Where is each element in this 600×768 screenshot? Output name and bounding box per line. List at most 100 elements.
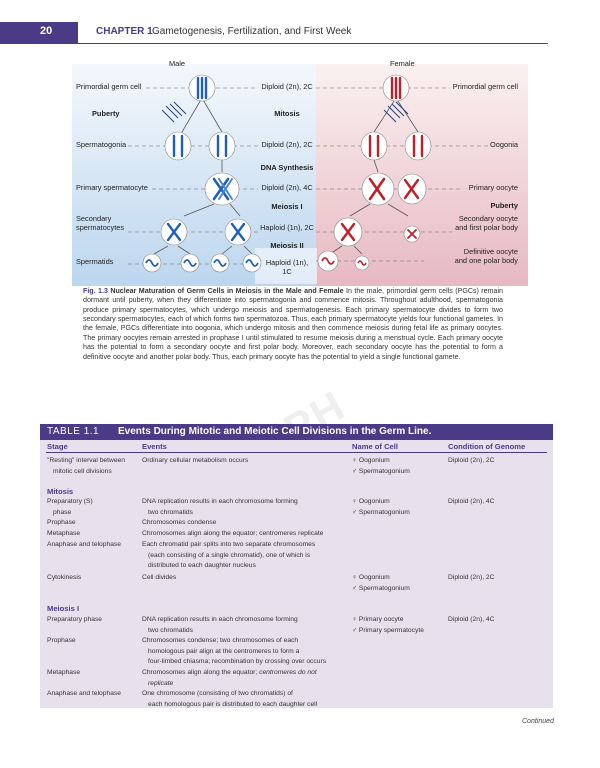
meiosis-prep-cell-m: ♂ Primary spermatocyte bbox=[352, 626, 424, 634]
label-puberty-male: Puberty bbox=[92, 109, 120, 118]
meiosis-metaphase-ev: Chromosomes align along the equator; cen… bbox=[142, 668, 317, 689]
meiosis-prep-events: DNA replication results in each chromoso… bbox=[142, 615, 298, 636]
label-secondary-oocyte: Secondary oocyte bbox=[458, 214, 518, 223]
mitosis-anaphase-ev-3: distributed to each daughter nucleus bbox=[148, 562, 256, 570]
label-primary-oocyte: Primary oocyte bbox=[468, 183, 518, 192]
mitosis-prep-genome: Diploid (2n), 4C bbox=[448, 498, 495, 505]
male-primordial-cell bbox=[188, 74, 216, 102]
center-diploid-4c: Diploid (2n), 4C bbox=[261, 183, 313, 192]
center-meiosis-2: Meiosis II bbox=[270, 241, 304, 250]
male-spermatogonia bbox=[164, 131, 236, 161]
resting-cells: ♀ Oogonium ♂ Spermatogonium bbox=[352, 456, 410, 477]
meiosis-anaphase-ev-2: each homologous pair is distributed to e… bbox=[148, 700, 318, 708]
label-primordial-female: Primordial germ cell bbox=[452, 82, 518, 91]
meiosis-prophase-ev-3: four-limbed chiasma; recombination by cr… bbox=[148, 658, 327, 666]
figure-meiosis: Male Female Primordial germ cell Puberty… bbox=[72, 56, 528, 286]
header-rule bbox=[46, 452, 547, 453]
mitosis-prophase-ev: Chromosomes condense bbox=[142, 519, 217, 526]
meiosis-prep-genome: Diploid (2n), 4C bbox=[448, 616, 495, 623]
page-number: 20 bbox=[40, 25, 53, 37]
resting-stage-2: mitotic cell divisions bbox=[53, 467, 112, 475]
female-arrows bbox=[383, 101, 409, 123]
male-spermatids bbox=[142, 253, 262, 273]
male-primary-spermatocyte bbox=[204, 172, 240, 206]
meiosis-metaphase-ev-italic-2: replicate bbox=[148, 679, 174, 687]
mitosis-metaphase: Metaphase bbox=[47, 530, 81, 537]
mitosis-prep-ev-2: two chromatids bbox=[148, 508, 193, 516]
chapter-label: CHAPTER 1 bbox=[96, 26, 153, 37]
table-header-bar: TABLE 1.1 Events During Mitotic and Meio… bbox=[40, 424, 553, 440]
male-secondary-spermatocytes bbox=[160, 218, 252, 246]
label-puberty-female: Puberty bbox=[490, 201, 518, 210]
mitosis-metaphase-ev: Chromosomes align along the equator; cen… bbox=[142, 530, 324, 537]
figure-artwork bbox=[72, 64, 528, 286]
meiosis-anaphase: Anaphase and telophase bbox=[47, 690, 121, 697]
meiosis-prophase-ev-2: homologous pair align at the centromeres… bbox=[148, 647, 300, 655]
meiosis-anaphase-ev: One chromosome (consisting of two chroma… bbox=[142, 689, 317, 710]
center-dna-synthesis: DNA Synthesis bbox=[260, 163, 314, 172]
mitosis-prep-cell-m: ♂ Spermatogonium bbox=[352, 508, 410, 516]
center-haploid-1c-a: Haploid (1n), bbox=[265, 258, 309, 267]
meiosis-metaphase-ev-1: Chromosomes align along the equator; bbox=[142, 669, 258, 676]
female-primary-oocytes bbox=[361, 172, 427, 206]
female-definitive-oocyte bbox=[317, 250, 370, 272]
meiosis-prep-stage: Preparatory phase bbox=[47, 616, 103, 623]
mitosis-prep-stage-1: Preparatory (S) bbox=[47, 498, 93, 505]
female-connectors bbox=[329, 97, 419, 255]
header-rule bbox=[78, 43, 548, 44]
table-1-1: TABLE 1.1 Events During Mitotic and Meio… bbox=[40, 424, 553, 708]
caption-title: Nuclear Maturation of Germ Cells in Meio… bbox=[110, 287, 344, 295]
center-haploid-2c: Haploid (1n), 2C bbox=[260, 223, 314, 232]
center-diploid-2c-2: Diploid (2n), 2C bbox=[261, 140, 313, 149]
meiosis-metaphase: Metaphase bbox=[47, 669, 81, 676]
mitosis-anaphase-ev: Each chromatid pair splits into two sepa… bbox=[142, 540, 315, 572]
mitosis-prep-events: DNA replication results in each chromoso… bbox=[142, 497, 298, 518]
meiosis-prep-cell-f: ♀ Primary oocyte bbox=[352, 616, 404, 623]
label-one-polar-body: and one polar body bbox=[454, 256, 518, 265]
mitosis-cytokinesis-ev: Cell divides bbox=[142, 574, 177, 581]
male-heading: Male bbox=[169, 59, 186, 68]
center-diploid-2c-1: Diploid (2n), 2C bbox=[261, 82, 313, 91]
mitosis-prophase: Prophase bbox=[47, 519, 76, 526]
male-arrows bbox=[161, 101, 187, 123]
col-header-stage: Stage bbox=[47, 442, 68, 451]
chapter-title: Gametogenesis, Fertilization, and First … bbox=[152, 26, 352, 37]
mitosis-cyto-cell-m: ♂ Spermatogonium bbox=[352, 584, 410, 592]
meiosis-prophase-ev: Chromosomes condense; two chromosomes of… bbox=[142, 636, 326, 668]
section-meiosis-1: Meiosis I bbox=[47, 604, 80, 613]
label-primordial-male: Primordial germ cell bbox=[76, 82, 142, 91]
mitosis-cyto-cells: ♀ Oogonium ♂ Spermatogonium bbox=[352, 573, 410, 594]
page-header: 20 CHAPTER 1 Gametogenesis, Fertilizatio… bbox=[0, 0, 600, 44]
table-title: Events During Mitotic and Meiotic Cell D… bbox=[118, 426, 432, 437]
mitosis-cytokinesis: Cytokinesis bbox=[47, 574, 82, 581]
resting-cell-m: ♂ Spermatogonium bbox=[352, 467, 410, 475]
mitosis-prep-stage-2: phase bbox=[53, 508, 72, 516]
page-number-tab bbox=[0, 22, 78, 44]
table-number: TABLE 1.1 bbox=[47, 426, 100, 437]
meiosis-prep-ev-2: two chromatids bbox=[148, 626, 193, 634]
center-haploid-1c-b: 1C bbox=[282, 267, 292, 276]
label-secondary-spermatocytes: Secondary spermatocytes bbox=[76, 214, 125, 232]
meiosis-anaphase-ev-1: One chromosome (consisting of two chroma… bbox=[142, 690, 293, 697]
meiosis-prophase-ev-1: Chromosomes condense; two chromosomes of… bbox=[142, 637, 299, 644]
center-mitosis: Mitosis bbox=[274, 109, 300, 118]
label-first-polar-body: and first polar body bbox=[455, 223, 518, 232]
caption-text: In the male, primordial germ cells (PGCs… bbox=[83, 287, 503, 361]
meiosis-metaphase-ev-italic: centromeres do not bbox=[259, 669, 317, 676]
label-primary-spermatocyte: Primary spermatocyte bbox=[76, 183, 148, 192]
mitosis-cyto-genome: Diploid (2n), 2C bbox=[448, 574, 495, 581]
meiosis-prep-ev-1: DNA replication results in each chromoso… bbox=[142, 616, 298, 623]
resting-stage-1: "Resting" interval between bbox=[47, 457, 125, 464]
female-oogonia bbox=[360, 131, 432, 161]
figure-caption: Fig. 1.3 Nuclear Maturation of Germ Cell… bbox=[83, 287, 503, 362]
female-primordial-cell bbox=[382, 74, 410, 102]
female-panel bbox=[316, 64, 528, 286]
mitosis-anaphase-ev-1: Each chromatid pair splits into two sepa… bbox=[142, 541, 316, 548]
resting-events: Ordinary cellular metabolism occurs bbox=[142, 457, 249, 464]
male-connectors bbox=[153, 97, 253, 255]
female-secondary-oocyte bbox=[333, 217, 421, 247]
meiosis-prophase: Prophase bbox=[47, 637, 76, 644]
meiosis-prep-cells: ♀ Primary oocyte ♂ Primary spermatocyte bbox=[352, 615, 424, 636]
mitosis-prep-stage: Preparatory (S) phase bbox=[47, 497, 93, 518]
mitosis-prep-cells: ♀ Oogonium ♂ Spermatogonium bbox=[352, 497, 410, 518]
